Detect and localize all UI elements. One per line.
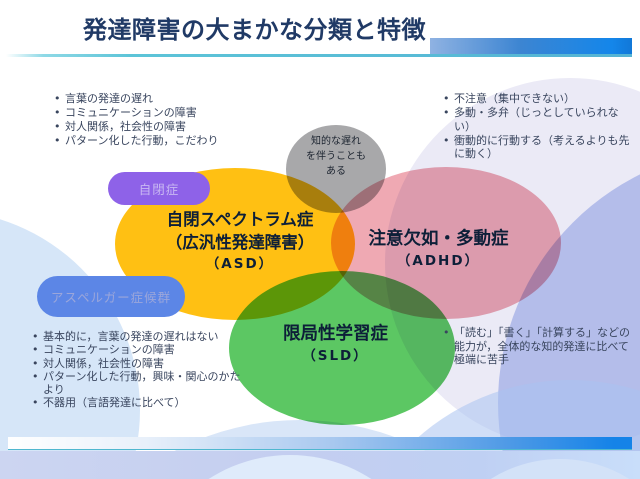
title-accent-bar [430, 38, 632, 55]
intellectual-delay-label: 知的な遅れ を伴うことも ある [288, 134, 384, 179]
asd-name-line2: （広汎性発達障害） [165, 233, 315, 252]
list-item: 基本的に，言葉の発達の遅れはない [30, 330, 242, 344]
footer-arc-left [140, 455, 440, 479]
autism-tag-label: 自閉症 [138, 182, 180, 197]
footer-arc-right [430, 459, 640, 479]
list-item: 多動・多弁（じっとしていられない） [441, 106, 633, 133]
intellectual-delay-circle [286, 125, 386, 213]
sld-circle [229, 271, 455, 425]
adhd-name-line1: 注意欠如・多動症 [368, 229, 509, 249]
list-item: 衝動的に行動する（考えるよりも先に動く） [441, 134, 633, 161]
adhd-circle-label: 注意欠如・多動症 （ADHD） [346, 227, 531, 271]
intellectual-delay-line3: ある [326, 166, 346, 177]
footer-band [0, 451, 640, 479]
sld-abbr: （SLD） [302, 348, 369, 364]
list-item: コミュニケーションの障害 [30, 343, 242, 357]
title-underline [6, 54, 632, 57]
asperger-tag: アスペルガー症候群 [37, 276, 185, 317]
list-item: 対人関係，社会性の障害 [52, 120, 247, 134]
list-item: パターン化した行動，こだわり [52, 134, 247, 148]
sld-feature-list: 「読む」「書く」「計算する」などの能力が，全体的な知的発達に比べて極端に苦手 [441, 326, 636, 367]
asd-feature-list: 言葉の発達の遅れ コミュニケーションの障害 対人関係，社会性の障害 パターン化し… [52, 92, 247, 148]
list-item: 不注意（集中できない） [441, 92, 633, 106]
intellectual-delay-line2: を伴うことも [306, 151, 366, 162]
bottom-accent-bar [8, 437, 632, 450]
asperger-tag-label: アスペルガー症候群 [50, 290, 172, 305]
list-item: 言葉の発達の遅れ [52, 92, 247, 106]
list-item: 対人関係，社会性の障害 [30, 357, 242, 371]
asd-name-line1: 自閉スペクトラム症 [166, 210, 314, 229]
sld-circle-label: 限局性学習症 （SLD） [248, 322, 423, 366]
asperger-feature-list: 基本的に，言葉の発達の遅れはない コミュニケーションの障害 対人関係，社会性の障… [30, 330, 242, 410]
adhd-abbr: （ADHD） [396, 253, 481, 269]
list-item: 不器用（言語発達に比べて） [30, 396, 242, 410]
asd-abbr: （ASD） [205, 256, 275, 272]
intellectual-delay-line1: 知的な遅れ [311, 136, 361, 147]
list-item: パターン化した行動，興味・関心のかたより [30, 370, 242, 397]
autism-tag: 自閉症 [108, 172, 210, 205]
list-item: 「読む」「書く」「計算する」などの能力が，全体的な知的発達に比べて極端に苦手 [441, 326, 636, 367]
sld-name-line1: 限局性学習症 [283, 324, 388, 344]
page-title: 発達障害の大まかな分類と特徴 [83, 16, 426, 44]
asd-circle-label: 自閉スペクトラム症 （広汎性発達障害） （ASD） [140, 208, 340, 274]
list-item: コミュニケーションの障害 [52, 106, 247, 120]
adhd-feature-list: 不注意（集中できない） 多動・多弁（じっとしていられない） 衝動的に行動する（考… [441, 92, 633, 161]
